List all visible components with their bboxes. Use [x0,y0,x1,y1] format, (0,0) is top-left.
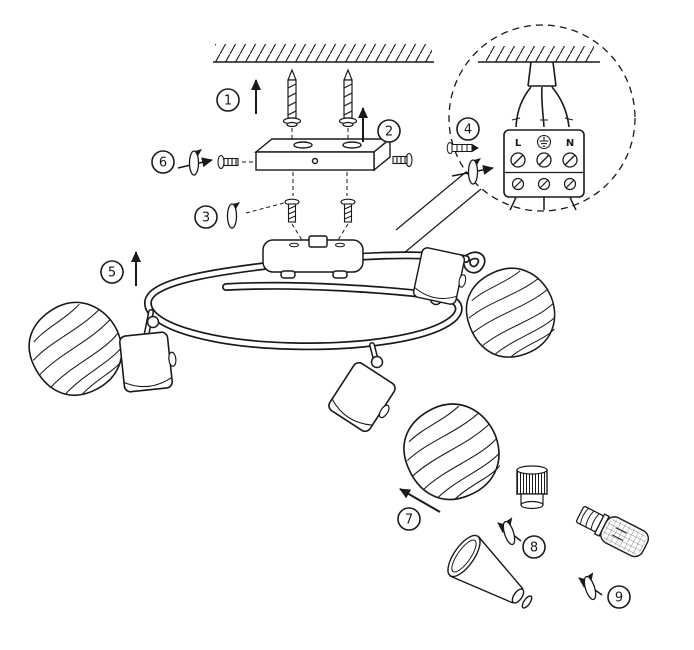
lamp-head-left [118,330,180,394]
side-screw-right [392,152,413,168]
step-8-label: 8 [530,541,538,556]
supply-cable [511,61,574,128]
wire-neutral [551,86,570,128]
step-7-label: 7 [405,513,413,528]
earth-ground-icon [536,134,552,150]
side-screw-left [217,154,239,170]
lamp-head-right [411,246,472,307]
terminal-label-neutral: N [566,138,574,149]
step-marker-8: 8 [522,535,546,559]
step-5-label: 5 [108,266,116,281]
mounting-bracket [254,137,392,172]
shade-holder-cone [447,534,533,609]
terminal-block: L N [503,129,585,211]
detail-view-circle [448,24,636,212]
terminal-label-live: L [515,138,522,149]
step-marker-5: 5 [100,260,124,284]
step-4-label: 4 [464,123,472,138]
ceiling-screw-left [282,68,302,128]
lamp-stems [143,309,380,367]
rotate-screw-icon-step8 [499,516,521,547]
halogen-bulb [575,506,649,558]
terminal-screw-small [446,142,479,154]
step-1-label: 1 [224,94,232,109]
canopy-screw-right [340,198,356,223]
wire-live [515,86,532,128]
lamp-head-middle [325,359,404,438]
outgoing-wires [509,196,577,211]
detail-view: L N [446,24,636,212]
ball-joint-left [146,315,160,329]
step-marker-4: 4 [456,117,480,141]
ball-joint-middle [370,355,384,369]
rotate-screw-icon-step9 [580,571,602,602]
step-marker-2: 2 [377,119,401,143]
step-marker-7: 7 [397,507,421,531]
step-2-label: 2 [385,125,393,140]
ceiling-hatch [213,44,434,63]
step-3-label: 3 [202,211,210,226]
step-9-label: 9 [615,591,623,606]
arrow-upleft-step7-icon [399,488,441,513]
ceiling-screw-right [338,68,358,128]
terminal-screws-top [510,152,578,168]
terminal-screws-bottom [511,177,577,191]
socket-ring [516,465,548,510]
canopy-foot-right [332,270,348,279]
canopy [262,235,364,279]
step-marker-3: 3 [194,205,218,229]
wire-earth [540,86,545,128]
canopy-foot-left [280,270,296,279]
step-marker-1: 1 [216,88,240,112]
step-marker-9: 9 [607,585,631,609]
step-marker-6: 6 [151,150,175,174]
glass-shade-left [13,286,138,411]
step-6-label: 6 [159,156,167,171]
rotate-screw-icon-step3 [226,201,241,229]
canopy-screw-left [284,198,300,223]
callout-lines [395,171,482,254]
detail-ceiling-hatch [478,46,600,63]
